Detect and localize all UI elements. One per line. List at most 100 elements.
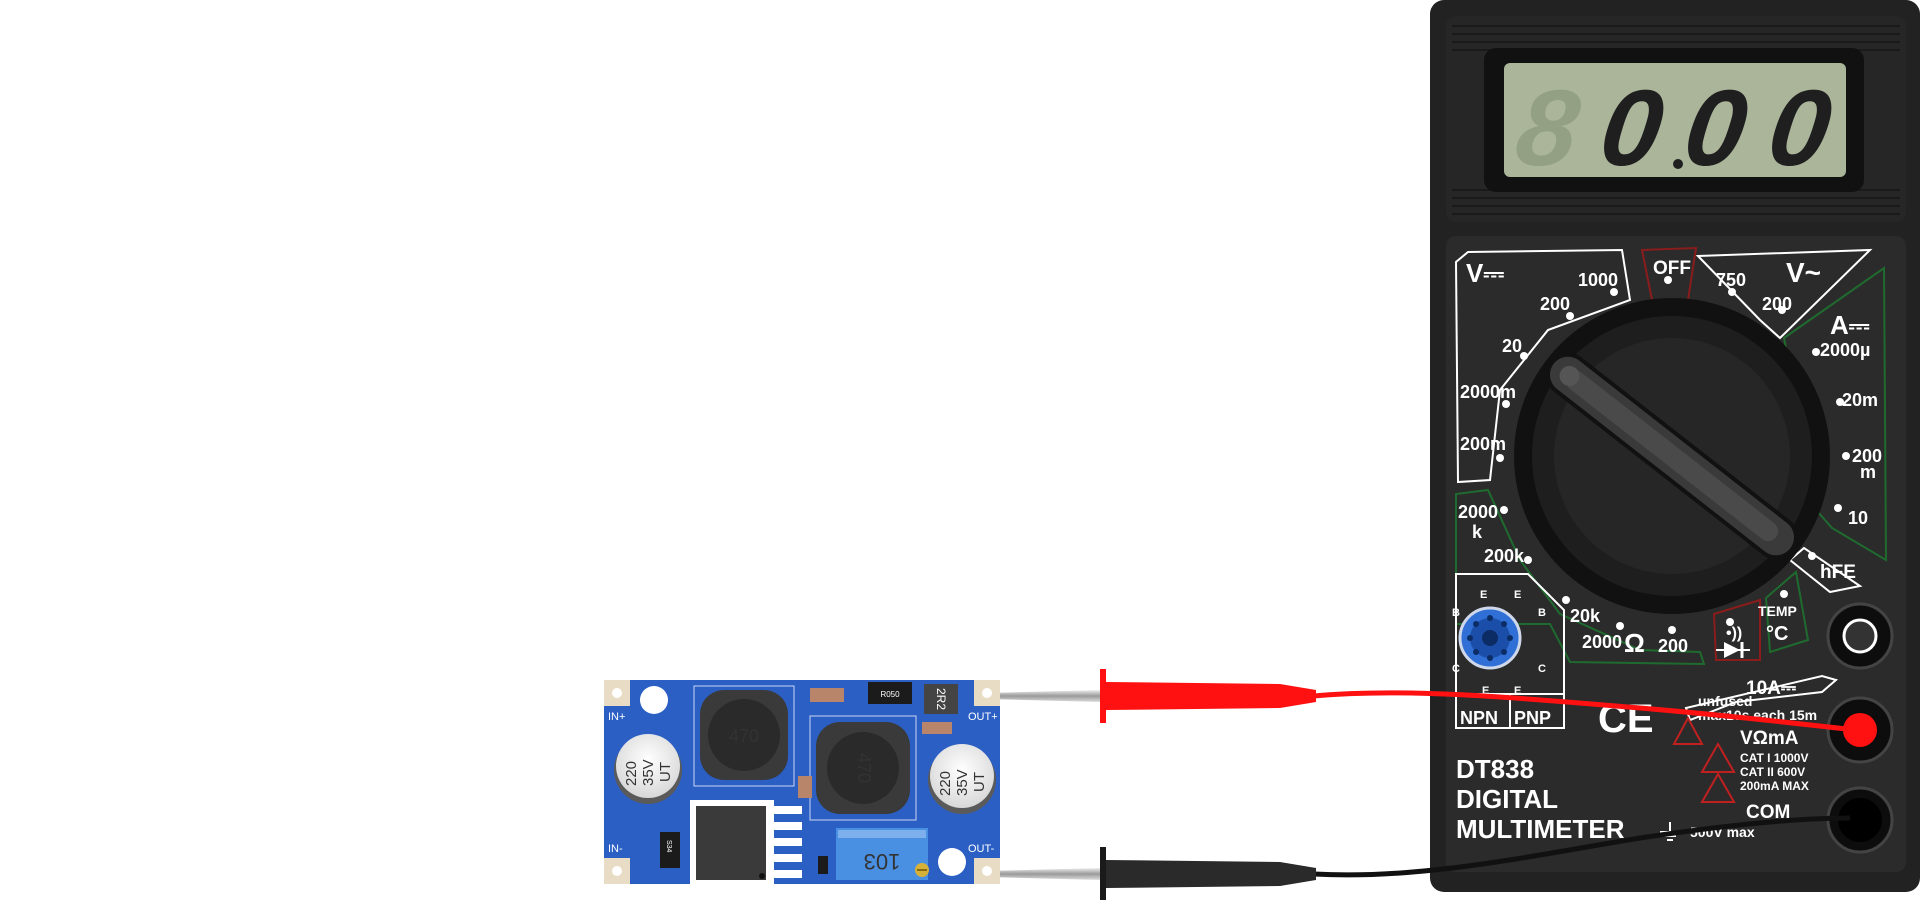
svg-text:2R2: 2R2 (934, 688, 948, 710)
ohm-range-200k: 200k (1484, 546, 1525, 566)
pnp-label: PNP (1514, 708, 1551, 728)
npn-label: NPN (1460, 708, 1498, 728)
smd-resistor-2 (922, 722, 952, 734)
socket-right-b: B (1538, 607, 1546, 619)
jack-10a[interactable] (1826, 602, 1894, 670)
dcv-range-200m: 200m (1460, 434, 1506, 454)
trim-potentiometer[interactable]: 103 (836, 828, 929, 880)
v-ma-label: VΩmA (1740, 728, 1799, 749)
socket-left-e-top: E (1480, 589, 1487, 601)
com-label: COM (1746, 802, 1790, 823)
dcv-group-label: V⎓ (1466, 258, 1504, 288)
inductor-1: 470 (693, 685, 795, 787)
title-line-2: MULTIMETER (1456, 814, 1625, 844)
max-ma-label: 200mA MAX (1740, 779, 1809, 793)
socket-left-e-bottom: E (1482, 685, 1489, 697)
smd-small (818, 856, 828, 874)
ohm-zone (1455, 488, 1706, 666)
acv-zone (1695, 248, 1873, 340)
ohm-range-200: 200 (1658, 636, 1688, 656)
dcv-zone (1454, 248, 1632, 484)
dca-range-2000u: 2000µ (1820, 340, 1870, 360)
ohm-range-2000: 2000 (1582, 632, 1622, 652)
model-label: DT838 (1456, 754, 1534, 784)
socket-right-c: C (1538, 663, 1546, 675)
unfused-label: unfused (1698, 693, 1752, 709)
svg-text:35V: 35V (954, 769, 971, 796)
inductor-2: 470 (809, 715, 917, 821)
boost-converter-board: IN+ IN- OUT+ OUT- 220 35V UT 220 35V UT … (604, 680, 1000, 884)
dcv-range-1000: 1000 (1578, 270, 1618, 290)
dca-range-200: 200 (1852, 446, 1882, 466)
in-minus-label: IN- (608, 843, 623, 855)
black-probe[interactable] (988, 847, 1316, 900)
svg-text:R050: R050 (880, 690, 900, 699)
hfe-socket-outline (1455, 573, 1565, 729)
svg-text:220: 220 (937, 771, 954, 796)
svg-text:220: 220 (623, 761, 640, 786)
dcv-range-2000m: 2000m (1460, 382, 1516, 402)
black-lead-wire (1313, 815, 1851, 878)
diode-zone (1712, 598, 1761, 661)
socket-left-b: B (1452, 607, 1460, 619)
smd-chip-r050: R050 (868, 682, 912, 704)
dca-range-10: 10 (1848, 508, 1868, 528)
svg-text:470: 470 (854, 753, 874, 783)
red-probe[interactable] (988, 669, 1316, 723)
dca-range-200-unit: m (1860, 462, 1876, 482)
transistor-socket[interactable] (1458, 606, 1522, 670)
acv-group-label: V~ (1786, 257, 1821, 288)
dca-range-20m: 20m (1842, 390, 1878, 410)
lcd-decimal-point (1673, 159, 1683, 169)
title-line-1: DIGITAL (1456, 784, 1558, 814)
in-plus-label: IN+ (608, 711, 625, 723)
out-minus-label: OUT- (968, 843, 995, 855)
range-tick-dots (1496, 276, 1850, 634)
svg-text:S34: S34 (665, 840, 672, 853)
cat1-label: CAT I 1000V (1740, 751, 1808, 765)
cat2-label: CAT II 600V (1740, 765, 1805, 779)
acv-range-200: 200 (1762, 294, 1792, 314)
ohm-range-20k: 20k (1570, 606, 1601, 626)
hfe-label: hFE (1820, 562, 1856, 583)
unfused-note: max10s each 15m (1698, 707, 1817, 723)
socket-right-e-top: E (1514, 589, 1521, 601)
capacitor-right: 220 35V UT (928, 744, 996, 814)
temp-unit: °C (1766, 623, 1788, 645)
dcv-range-200: 200 (1540, 294, 1570, 314)
out-plus-label: OUT+ (968, 711, 998, 723)
smd-resistor-3 (798, 776, 812, 798)
mounting-hole-2 (938, 848, 966, 876)
rotary-selector-dial[interactable] (1514, 298, 1830, 614)
svg-text:35V: 35V (640, 759, 657, 786)
dca-group-label: A⎓ (1830, 310, 1870, 340)
acv-range-750: 750 (1716, 270, 1746, 290)
svg-text:UT: UT (971, 772, 988, 792)
warning-icon (1672, 715, 1736, 803)
continuity-icon: •)) (1726, 625, 1742, 642)
socket-right-e-bottom: E (1514, 685, 1521, 697)
ohm-symbol: Ω (1624, 628, 1645, 658)
ten-amp-label: 10A⎓ (1746, 678, 1796, 699)
svg-text:UT: UT (657, 762, 674, 782)
smd-inductor-2r2: 2R2 (924, 684, 958, 714)
off-label: OFF (1653, 258, 1691, 279)
red-lead-wire (1313, 690, 1859, 733)
multimeter: 8 0 0 0 V⎓ 1000 200 20 2000m 200m OFF 75… (1430, 0, 1920, 892)
socket-left-c: C (1452, 663, 1460, 675)
ohm-range-2000k-unit: k (1472, 522, 1483, 542)
display-bezel-texture (1452, 25, 1900, 215)
lcd-display (1504, 63, 1846, 177)
smd-diode-s34: S34 (660, 832, 680, 868)
jack-v-ohm-ma[interactable] (1826, 696, 1894, 764)
svg-text:103: 103 (864, 849, 901, 874)
hfe-zone (1788, 546, 1863, 594)
svg-text:470: 470 (729, 726, 759, 746)
regulator-ic (690, 800, 802, 884)
ohm-range-2000k: 2000 (1458, 502, 1498, 522)
temp-label: TEMP (1758, 603, 1797, 619)
mounting-hole-1 (640, 686, 668, 714)
dcv-range-20: 20 (1502, 336, 1522, 356)
diode-icon (1716, 642, 1750, 658)
